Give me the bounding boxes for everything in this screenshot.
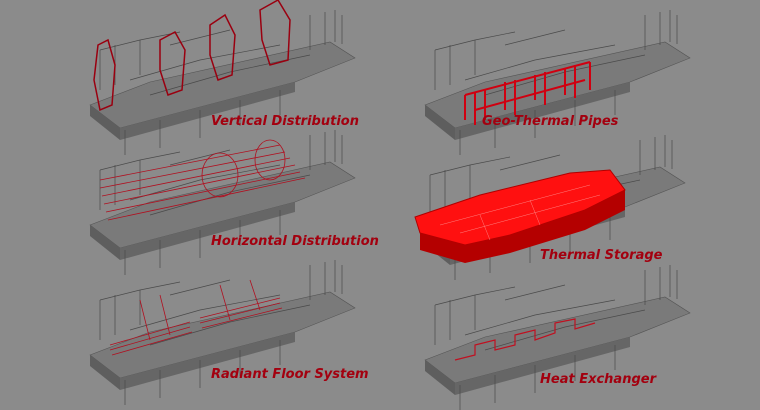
building-heat-exchanger [424, 264, 691, 410]
building-vertical-distribution [89, 0, 356, 156]
building-geo-thermal-pipes [424, 9, 691, 156]
radiant-floor-grid [109, 279, 283, 356]
panel-label-horizontal-distribution: Horizontal Distribution [211, 234, 379, 249]
panel-label-geo-thermal-pipes: Geo-Thermal Pipes [482, 114, 619, 129]
horizontal-distribution-lines [99, 139, 306, 221]
building-thermal-storage [414, 134, 686, 281]
geo-thermal-pipe-loops [464, 61, 591, 125]
panel-label-vertical-distribution: Vertical Distribution [211, 114, 359, 129]
vertical-riser-frames [93, 0, 291, 112]
panel-label-heat-exchanger: Heat Exchanger [540, 372, 656, 387]
panel-label-thermal-storage: Thermal Storage [540, 248, 663, 263]
building-horizontal-distribution [89, 129, 356, 276]
panel-label-radiant-floor-system: Radiant Floor System [211, 367, 369, 382]
heat-exchanger-coils [454, 318, 596, 361]
building-radiant-floor-system [89, 259, 356, 406]
